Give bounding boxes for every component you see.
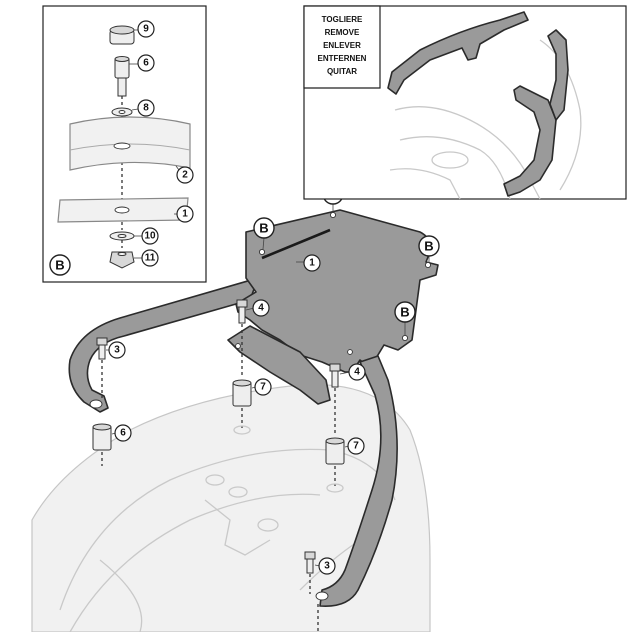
callout-rack-label: 1: [309, 258, 315, 269]
b-marker-right: B: [418, 235, 440, 262]
svg-text:4: 4: [258, 303, 264, 314]
svg-text:B: B: [424, 239, 433, 254]
bolt-mid: [236, 299, 248, 324]
rack-frame: [68, 209, 439, 607]
detail-callout-1: 1: [174, 205, 194, 223]
detail-callout-6: 6: [129, 54, 155, 72]
spacer-part: [114, 56, 130, 79]
svg-text:3: 3: [114, 345, 120, 356]
b-marker-left: B: [253, 217, 275, 250]
detail-callout-8: 8: [131, 99, 155, 117]
detail-callout-11: 11: [134, 249, 159, 267]
svg-text:B: B: [55, 258, 64, 273]
rack-plate-part: [57, 197, 189, 223]
bolt-stem-part: [117, 77, 127, 97]
nut-part: [109, 251, 135, 269]
detail-callout-2: 2: [175, 165, 194, 184]
svg-text:4: 4: [354, 367, 360, 378]
spacer-right: [325, 437, 345, 465]
svg-text:B: B: [400, 305, 409, 320]
detail-callout-10: 10: [134, 227, 159, 245]
stock-grab-rail: [387, 11, 569, 197]
svg-text:7: 7: [353, 441, 359, 452]
svg-text:6: 6: [143, 58, 149, 69]
svg-text:11: 11: [145, 253, 156, 264]
callout-rack: 1: [303, 254, 321, 272]
svg-text:7: 7: [260, 382, 266, 393]
spacer-mid: [232, 379, 252, 407]
remove-note-es: QUITAR: [327, 67, 357, 76]
washer-10-part: [109, 231, 135, 241]
callout-spacer-mid: 7: [254, 378, 272, 396]
svg-text:1: 1: [182, 209, 188, 220]
svg-text:B: B: [259, 221, 268, 236]
remove-note-fr: ENLEVER: [323, 41, 361, 50]
detail-panel-label: B: [49, 254, 71, 276]
body-layer-part: [69, 116, 191, 171]
svg-text:2: 2: [182, 170, 188, 181]
callout-bolt-mid: 4: [252, 299, 270, 317]
callout-spacer-left: 6: [114, 424, 132, 442]
bolt-front-left: [96, 337, 108, 360]
hardware: [92, 299, 345, 632]
remove-note-de: ENTFERNEN: [318, 54, 367, 63]
remove-note-it: TOGLIERE: [322, 15, 363, 24]
remove-note-en: REMOVE: [325, 28, 360, 37]
svg-text:10: 10: [144, 231, 156, 242]
svg-text:8: 8: [143, 103, 149, 114]
spacer-left: [92, 423, 112, 451]
svg-text:3: 3: [324, 561, 330, 572]
callout-bolt-front-left: 3: [108, 341, 126, 359]
svg-text:9: 9: [143, 24, 149, 35]
bolt-right: [329, 363, 341, 388]
washer-part: [111, 107, 133, 117]
bolt-bottom: [304, 551, 316, 574]
detail-panel: 9 6 8 2 1 10 11: [42, 5, 207, 283]
remove-panel: TOGLIERE REMOVE ENLEVER ENTFERNEN QUITAR: [303, 5, 627, 200]
callout-spacer-right: 7: [347, 437, 365, 455]
detail-callout-9: 9: [134, 20, 155, 38]
b-marker-rear: B: [394, 301, 416, 335]
callout-bolt-bottom: 3: [318, 557, 336, 575]
cap-part: [109, 25, 135, 45]
callout-bolt-right: 4: [348, 363, 366, 381]
svg-text:6: 6: [120, 428, 126, 439]
